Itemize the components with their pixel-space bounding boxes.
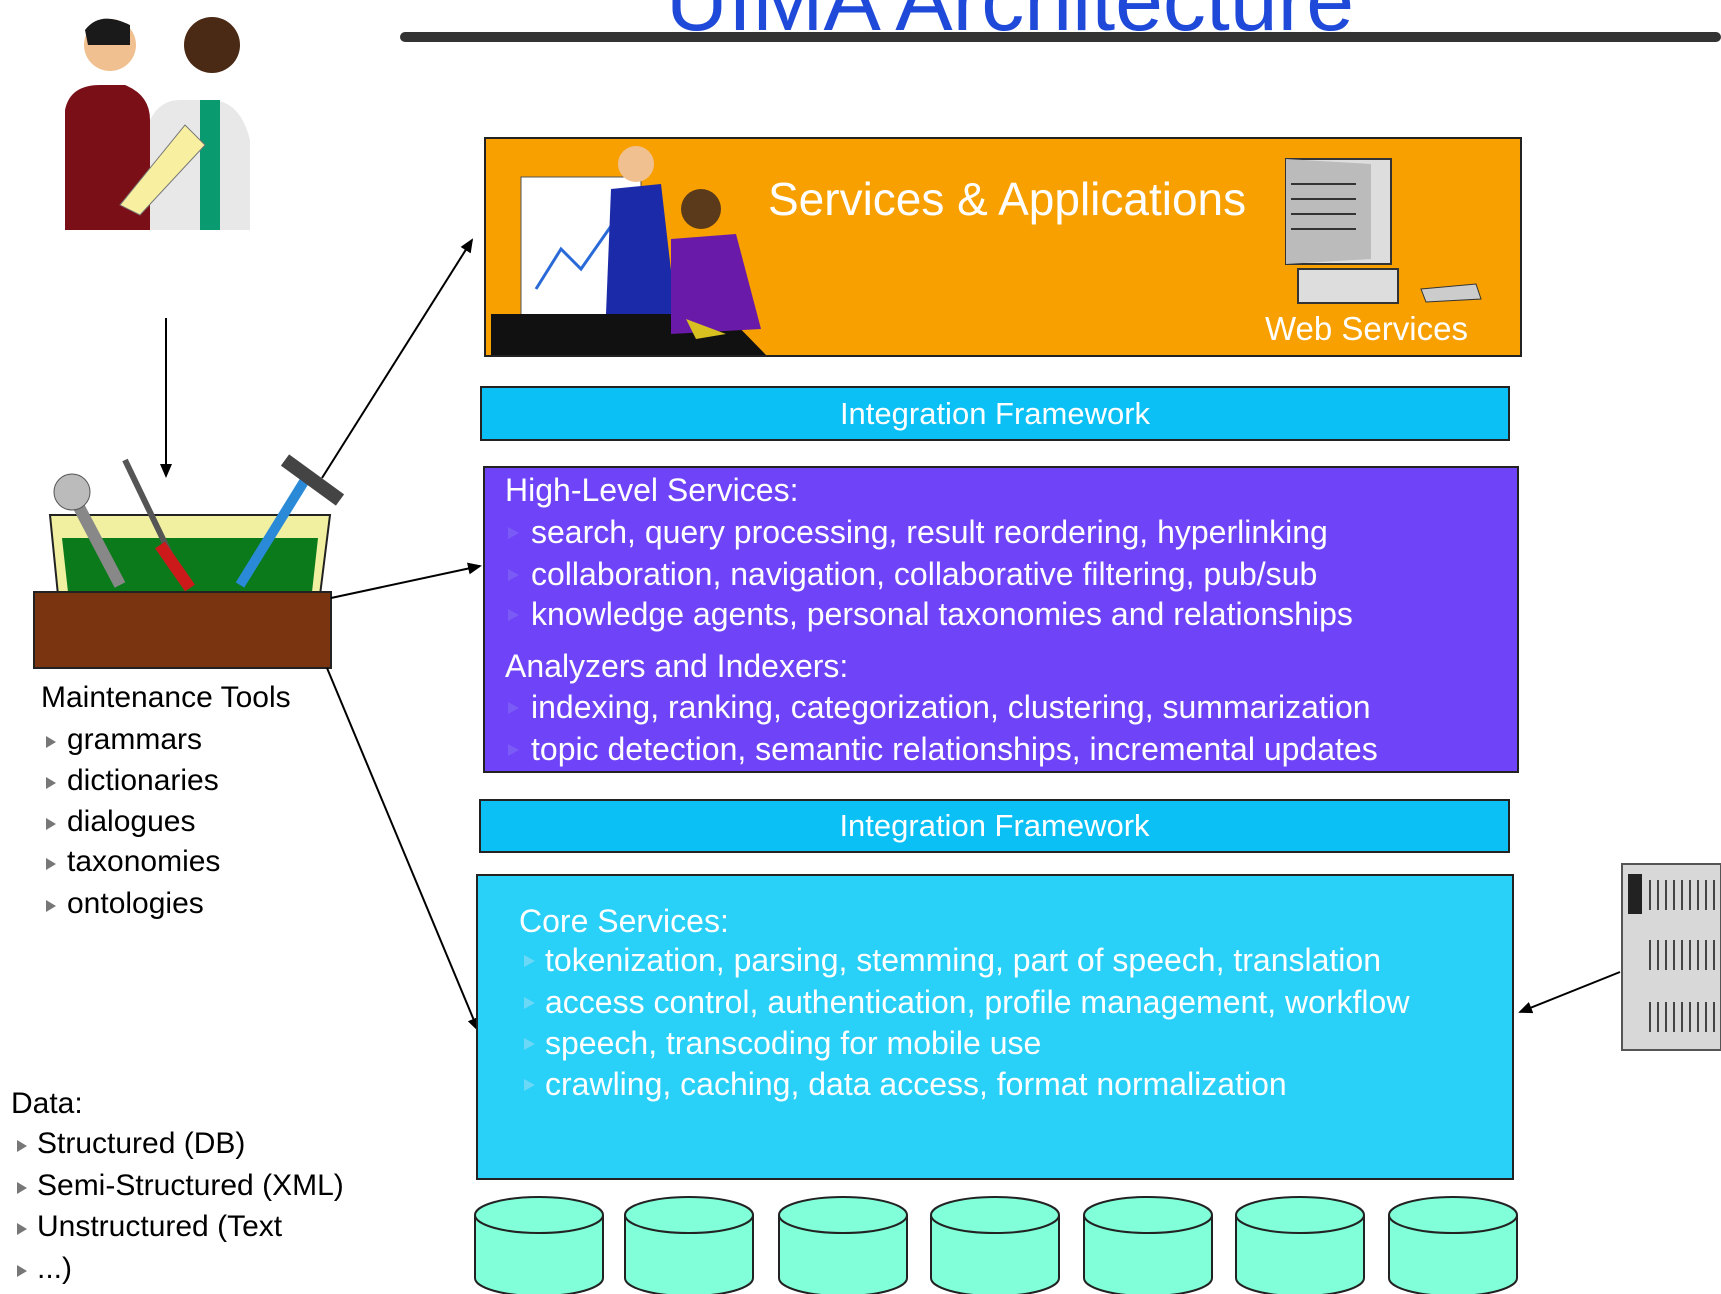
- presentation-illustration: [491, 146, 766, 355]
- core-heading: Core Services:: [519, 903, 729, 939]
- core-item: access control, authentication, profile …: [545, 984, 1410, 1020]
- database-icon: [624, 1196, 754, 1294]
- bullet-icon: [46, 736, 56, 748]
- bullet-icon: [508, 527, 519, 539]
- data-item: Semi-Structured (XML): [37, 1169, 344, 1202]
- title-underline: [400, 32, 1721, 42]
- maintenance-heading: Maintenance Tools: [41, 681, 291, 714]
- core-item: crawling, caching, data access, format n…: [545, 1066, 1287, 1102]
- bullet-icon: [508, 702, 519, 714]
- data-item: Structured (DB): [37, 1127, 246, 1160]
- bullet-icon: [17, 1265, 27, 1277]
- people-illustration: [65, 17, 250, 230]
- services-title: Services & Applications: [768, 173, 1247, 225]
- integration-framework-bottom: Integration Framework: [479, 799, 1510, 853]
- bullet-icon: [46, 900, 56, 912]
- analyzers-item: indexing, ranking, categorization, clust…: [531, 689, 1371, 725]
- database-icon: [930, 1196, 1060, 1294]
- data-item: ...): [37, 1252, 72, 1285]
- analyzers-item: topic detection, semantic relationships,…: [531, 731, 1378, 767]
- bullet-icon: [508, 569, 519, 581]
- bullet-icon: [17, 1182, 27, 1194]
- maintenance-item: dictionaries: [67, 764, 219, 797]
- core-services-box: [476, 874, 1514, 1180]
- core-item: tokenization, parsing, stemming, part of…: [545, 942, 1381, 978]
- web-services-label: Web Services: [1265, 310, 1468, 347]
- bullet-icon: [17, 1140, 27, 1152]
- database-icon: [1235, 1196, 1365, 1294]
- maintenance-item: grammars: [67, 723, 203, 756]
- analyzers-heading: Analyzers and Indexers:: [505, 648, 849, 684]
- high-level-services-box: [483, 466, 1519, 773]
- database-row: [474, 1196, 1518, 1294]
- database-icon: [1083, 1196, 1213, 1294]
- high-level-heading: High-Level Services:: [505, 472, 799, 508]
- computer-icon: [1285, 158, 1482, 304]
- toolbox-illustration: [33, 454, 345, 669]
- bullet-icon: [46, 818, 56, 830]
- bullet-icon: [524, 997, 535, 1009]
- services-applications-box: [484, 137, 1522, 357]
- high-level-item: knowledge agents, personal taxonomies an…: [531, 596, 1353, 632]
- maintenance-item: ontologies: [67, 887, 204, 920]
- bullet-icon: [524, 1038, 535, 1050]
- data-item: Unstructured (Text: [37, 1210, 283, 1243]
- data-heading: Data:: [11, 1087, 83, 1120]
- maintenance-item: taxonomies: [67, 845, 221, 878]
- database-icon: [474, 1196, 604, 1294]
- database-icon: [778, 1196, 908, 1294]
- bullet-icon: [46, 777, 56, 789]
- integration-framework-top: Integration Framework: [480, 386, 1510, 441]
- core-item: speech, transcoding for mobile use: [545, 1025, 1042, 1061]
- bullet-icon: [524, 955, 535, 967]
- bullet-icon: [508, 609, 519, 621]
- bullet-icon: [46, 858, 56, 870]
- high-level-item: collaboration, navigation, collaborative…: [531, 556, 1318, 592]
- database-icon: [1388, 1196, 1518, 1294]
- bullet-icon: [508, 744, 519, 756]
- bullet-icon: [17, 1223, 27, 1235]
- high-level-item: search, query processing, result reorder…: [531, 514, 1328, 550]
- server-illustration: [1621, 863, 1721, 1051]
- maintenance-item: dialogues: [67, 805, 196, 838]
- bullet-icon: [524, 1079, 535, 1091]
